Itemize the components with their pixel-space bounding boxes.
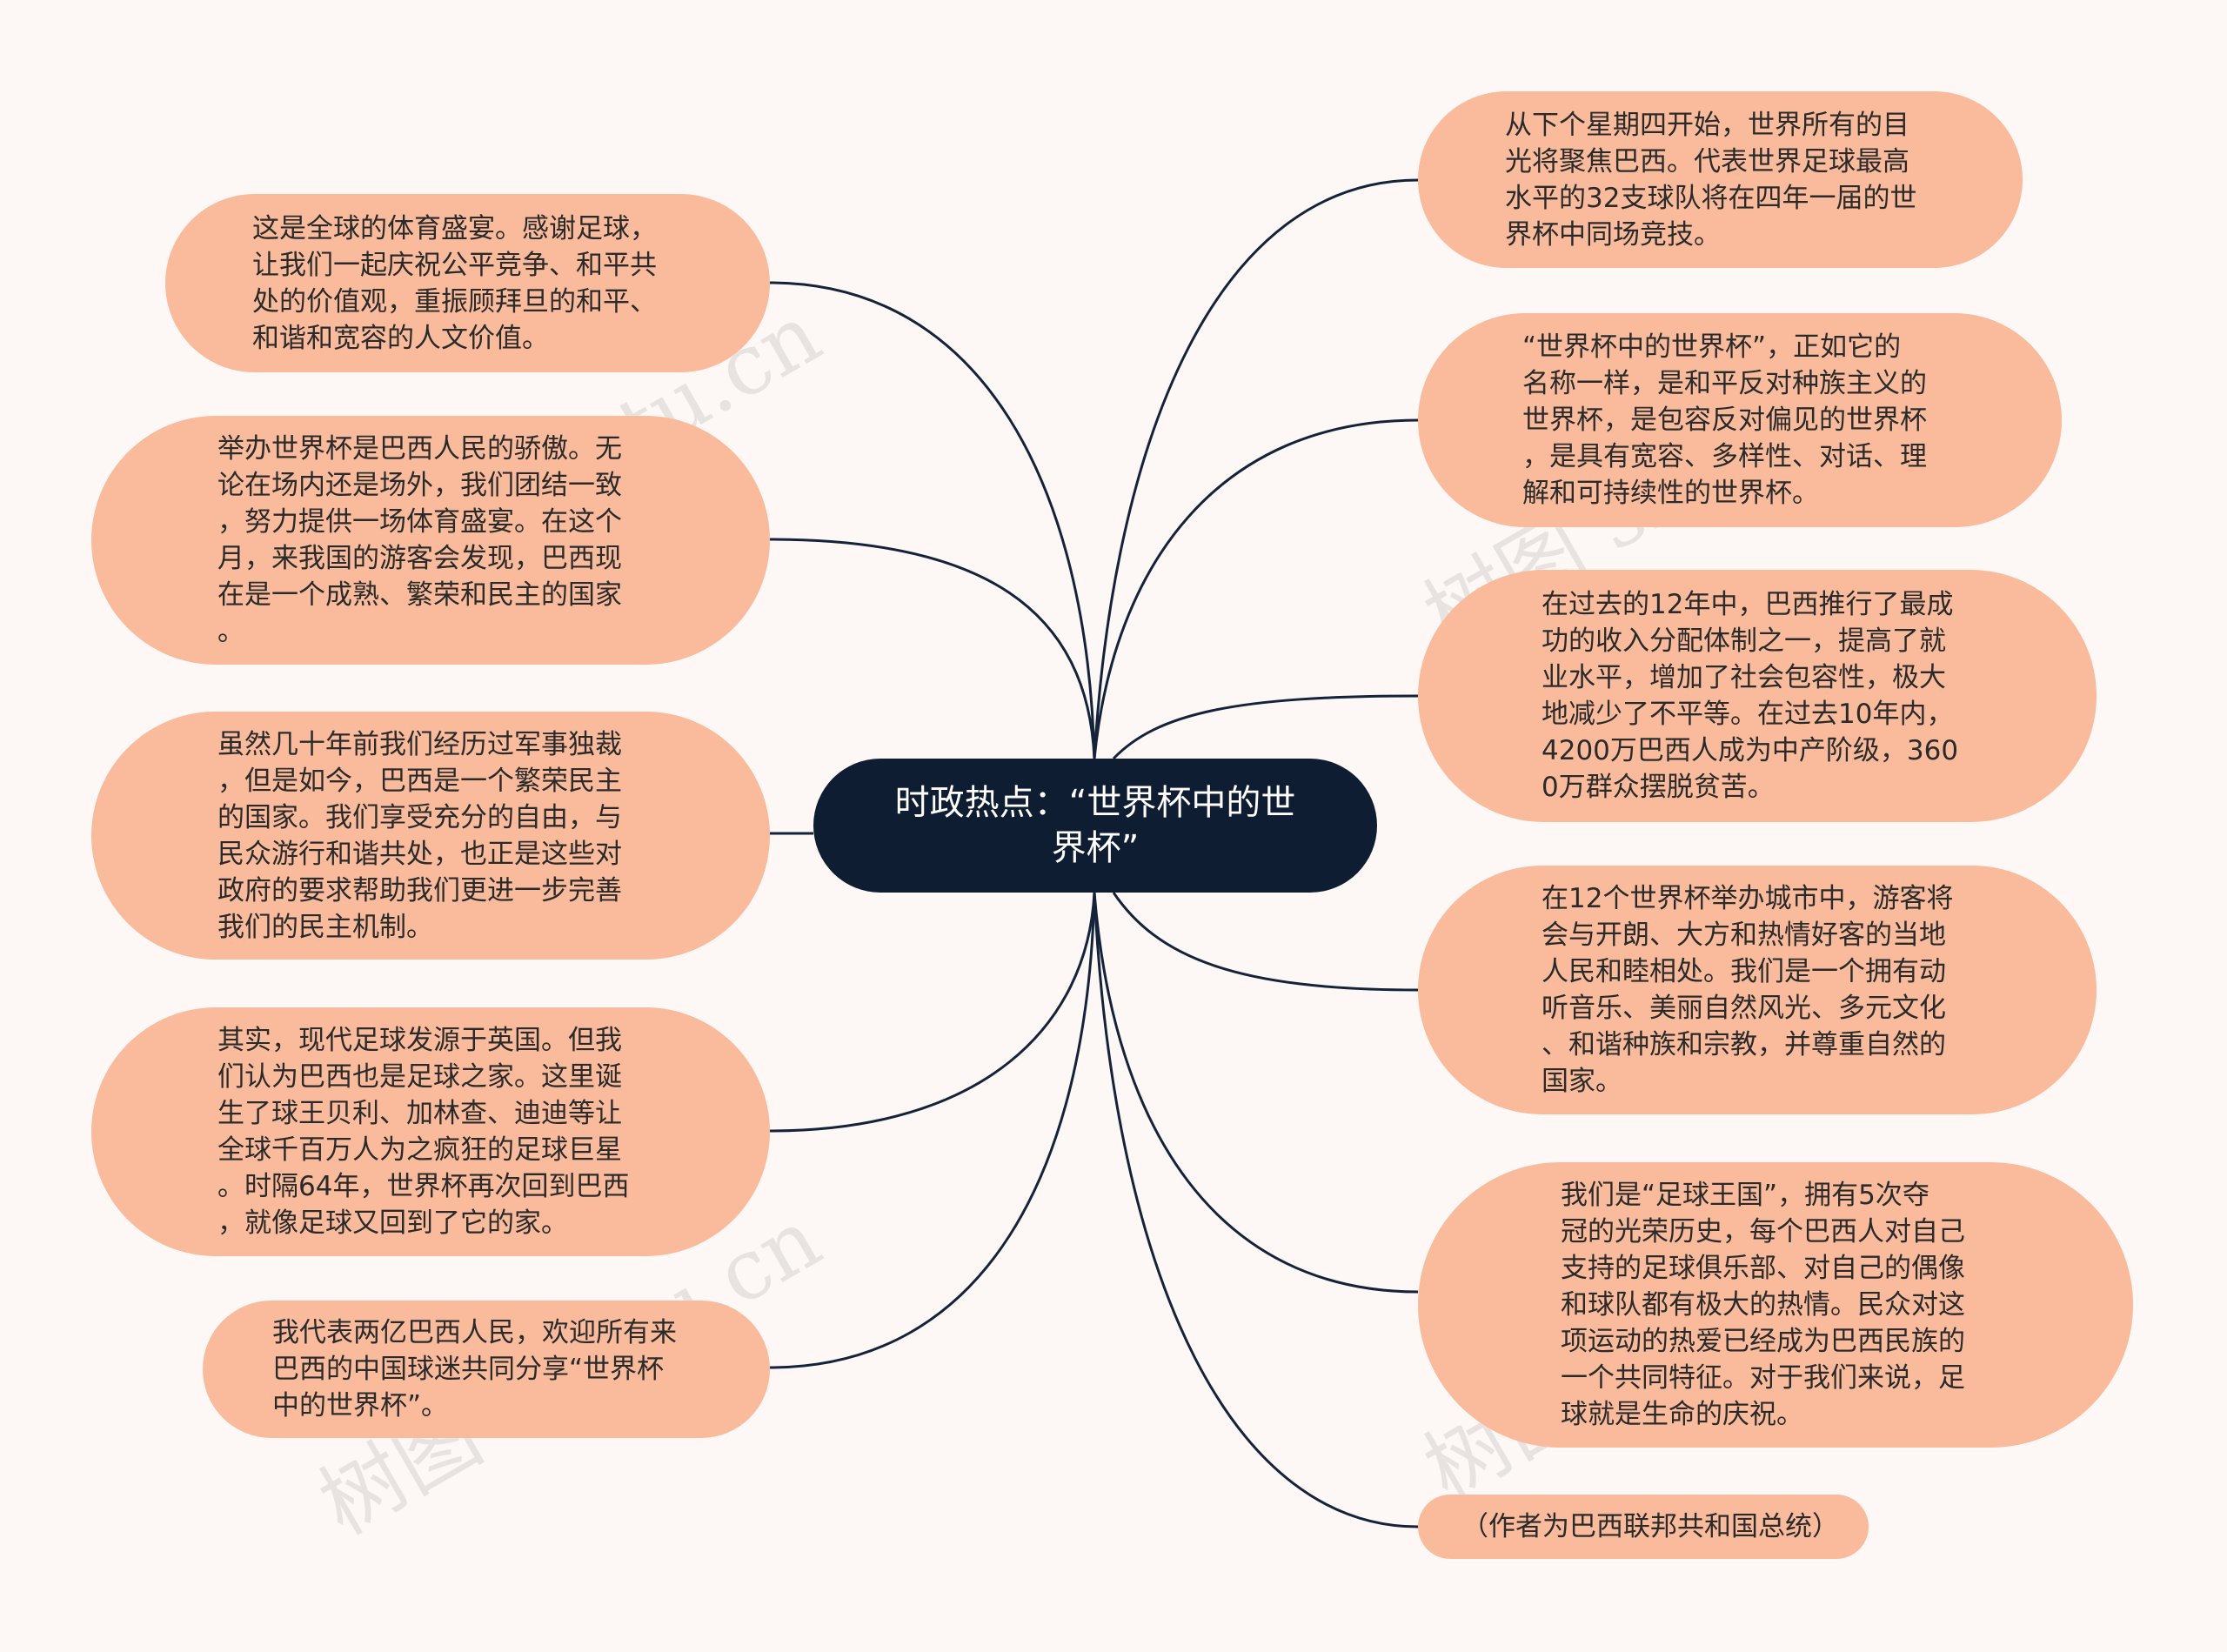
central-topic-node[interactable]: 时政热点：“世界杯中的世 界杯” bbox=[813, 759, 1377, 893]
topic-node-right-1[interactable]: 从下个星期四开始，世界所有的目 光将聚焦巴西。代表世界足球最高 水平的32支球队… bbox=[1418, 91, 2023, 268]
topic-text: 我们是“足球王国”，拥有5次夺 冠的光荣历史，每个巴西人对自己 支持的足球俱乐部… bbox=[1561, 1180, 1965, 1430]
topic-text: 这是全球的体育盛宴。感谢足球， 让我们一起庆祝公平竞争、和平共 处的价值观，重振… bbox=[252, 212, 657, 354]
topic-text: 其实，现代足球发源于英国。但我 们认为巴西也是足球之家。这里诞 生了球王贝利、加… bbox=[217, 1025, 630, 1239]
topic-text: 在过去的12年中，巴西推行了最成 功的收入分配体制之一，提高了就 业水平，增加了… bbox=[1542, 589, 1959, 803]
connector-left-1 bbox=[769, 281, 1096, 759]
topic-node-left-5[interactable]: 我代表两亿巴西人民，欢迎所有来 巴西的中国球迷共同分享“世界杯 中的世界杯”。 bbox=[203, 1301, 770, 1438]
connector-left-4 bbox=[769, 892, 1096, 1133]
connector-left-5 bbox=[769, 892, 1096, 1369]
topic-node-right-3[interactable]: 在过去的12年中，巴西推行了最成 功的收入分配体制之一，提高了就 业水平，增加了… bbox=[1418, 570, 2097, 822]
topic-text: （作者为巴西联邦共和国总统） bbox=[1461, 1511, 1839, 1542]
topic-text: “世界杯中的世界杯”，正如它的 名称一样，是和平反对种族主义的 世界杯，是包容反… bbox=[1522, 331, 1927, 509]
topic-node-right-5[interactable]: 我们是“足球王国”，拥有5次夺 冠的光荣历史，每个巴西人对自己 支持的足球俱乐部… bbox=[1418, 1162, 2133, 1448]
connector-right-5 bbox=[1093, 892, 1419, 1294]
topic-node-left-4[interactable]: 其实，现代足球发源于英国。但我 们认为巴西也是足球之家。这里诞 生了球王贝利、加… bbox=[91, 1007, 770, 1256]
topic-text: 虽然几十年前我们经历过军事独裁 ，但是如今，巴西是一个繁荣民主 的国家。我们享受… bbox=[217, 728, 622, 943]
topic-text: 举办世界杯是巴西人民的骄傲。无 论在场内还是场外，我们团结一致 ，努力提供一场体… bbox=[217, 433, 622, 647]
connector-right-6 bbox=[1093, 892, 1419, 1528]
connector-right-4 bbox=[1112, 892, 1419, 992]
central-topic-title: 时政热点：“世界杯中的世 界杯” bbox=[894, 783, 1296, 868]
topic-node-right-4[interactable]: 在12个世界杯举办城市中，游客将 会与开朗、大方和热情好客的当地 人民和睦相处。… bbox=[1418, 866, 2097, 1114]
topic-text: 在12个世界杯举办城市中，游客将 会与开朗、大方和热情好客的当地 人民和睦相处。… bbox=[1542, 883, 1954, 1097]
topic-node-left-1[interactable]: 这是全球的体育盛宴。感谢足球， 让我们一起庆祝公平竞争、和平共 处的价值观，重振… bbox=[165, 194, 770, 372]
connector-right-1 bbox=[1093, 178, 1419, 759]
connector-left-2 bbox=[769, 538, 1096, 759]
topic-node-right-6[interactable]: （作者为巴西联邦共和国总统） bbox=[1418, 1495, 1869, 1559]
topic-node-left-3[interactable]: 虽然几十年前我们经历过军事独裁 ，但是如今，巴西是一个繁荣民主 的国家。我们享受… bbox=[91, 712, 770, 960]
topic-node-left-2[interactable]: 举办世界杯是巴西人民的骄傲。无 论在场内还是场外，我们团结一致 ，努力提供一场体… bbox=[91, 416, 770, 665]
connector-right-3 bbox=[1112, 694, 1419, 760]
topic-node-right-2[interactable]: “世界杯中的世界杯”，正如它的 名称一样，是和平反对种族主义的 世界杯，是包容反… bbox=[1418, 313, 2062, 527]
topic-text: 从下个星期四开始，世界所有的目 光将聚焦巴西。代表世界足球最高 水平的32支球队… bbox=[1505, 109, 1917, 251]
connector-right-2 bbox=[1093, 418, 1419, 759]
topic-text: 我代表两亿巴西人民，欢迎所有来 巴西的中国球迷共同分享“世界杯 中的世界杯”。 bbox=[272, 1317, 677, 1421]
